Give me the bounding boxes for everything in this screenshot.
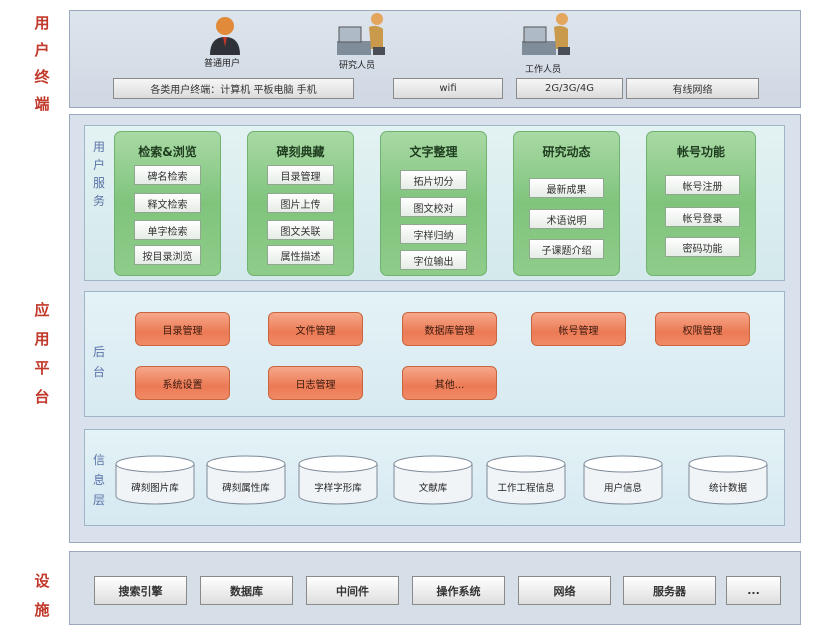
- layer-label-char: 施: [34, 601, 50, 619]
- database-label: 用户信息: [603, 483, 642, 494]
- wifi-box: wifi: [393, 78, 503, 99]
- infra-item: 网络: [518, 576, 611, 605]
- infra-item: 服务器: [623, 576, 716, 605]
- service-group-search: 检索&浏览 碑名检索 释文检索 单字检索 按目录浏览: [114, 131, 221, 276]
- service-group-collection: 碑刻典藏 目录管理 图片上传 图文关联 属性描述: [247, 131, 354, 276]
- layer-label-char: 户: [34, 41, 50, 59]
- researcher-icon: [335, 11, 391, 57]
- service-item: 释文检索: [134, 193, 201, 213]
- terminal-panel: 普通用户 研究人员 工作人员 各类用户终端：计算机 平板电脑 手机 wifi 2…: [69, 10, 801, 108]
- service-group-account: 帐号功能 帐号注册 帐号登录 密码功能: [646, 131, 756, 276]
- backend-item: 帐号管理: [531, 312, 626, 346]
- info-layer-label-char: 信: [92, 453, 105, 467]
- infra-item: 数据库: [200, 576, 293, 605]
- service-item: 图文关联: [267, 220, 334, 240]
- service-item: 属性描述: [267, 245, 334, 265]
- database-cylinder: 碑刻图片库: [115, 455, 195, 505]
- infra-item: 操作系统: [412, 576, 505, 605]
- layer-label-char: 用: [34, 330, 50, 348]
- infrastructure-panel: 搜索引擎 数据库 中间件 操作系统 网络 服务器 ...: [69, 551, 801, 625]
- database-label: 工作工程信息: [497, 483, 555, 494]
- database-cylinder: 用户信息: [583, 455, 663, 505]
- service-item: 目录管理: [267, 165, 334, 185]
- service-item: 术语说明: [529, 209, 604, 229]
- device-terminals-box: 各类用户终端：计算机 平板电脑 手机: [113, 78, 354, 99]
- user-service-label-char: 用: [92, 140, 105, 154]
- service-item: 密码功能: [665, 237, 740, 257]
- database-cylinder: 碑刻属性库: [206, 455, 286, 505]
- info-layer-label-char: 息: [92, 473, 105, 487]
- backend-label-char: 后: [92, 345, 105, 359]
- database-label: 字样字形库: [314, 483, 362, 494]
- database-cylinder: 字样字形库: [298, 455, 378, 505]
- info-layer-panel: 信 息 层 碑刻图片库 碑刻属性库 字样字形库 文献库 工作工程信息 用户信息: [84, 429, 785, 526]
- regular-user-icon: [207, 15, 243, 55]
- layer-label-char: 端: [34, 95, 50, 113]
- service-group-title: 碑刻典藏: [276, 145, 325, 159]
- service-item: 帐号注册: [665, 175, 740, 195]
- layer-label-char: 设: [34, 572, 50, 590]
- user-service-label: 用 户 服 务: [92, 138, 106, 210]
- infra-item: 中间件: [306, 576, 399, 605]
- database-label: 碑刻属性库: [222, 483, 270, 494]
- service-item: 最新成果: [529, 178, 604, 198]
- wired-network-box: 有线网络: [626, 78, 759, 99]
- backend-item: 其他...: [402, 366, 497, 400]
- service-item: 字样归纳: [400, 224, 467, 244]
- platform-panel: 用 户 服 务 检索&浏览 碑名检索 释文检索 单字检索 按目录浏览 碑刻典藏 …: [69, 114, 801, 543]
- user-service-label-char: 务: [92, 194, 105, 208]
- mobile-network-box: 2G/3G/4G: [516, 78, 623, 99]
- layer-label-char: 终: [34, 68, 50, 86]
- service-group-title: 文字整理: [409, 145, 458, 159]
- database-cylinder: 工作工程信息: [486, 455, 566, 505]
- service-item: 图片上传: [267, 193, 334, 213]
- service-item: 字位输出: [400, 250, 467, 270]
- service-group-title: 帐号功能: [676, 145, 725, 159]
- database-label: 文献库: [418, 483, 448, 494]
- info-layer-label: 信 息 层: [92, 450, 106, 510]
- service-item: 拓片切分: [400, 170, 467, 190]
- database-cylinder: 统计数据: [688, 455, 768, 505]
- user-service-panel: 用 户 服 务 检索&浏览 碑名检索 释文检索 单字检索 按目录浏览 碑刻典藏 …: [84, 125, 785, 281]
- staff-label: 工作人员: [525, 65, 562, 75]
- service-group-research: 研究动态 最新成果 术语说明 子课题介绍: [513, 131, 620, 276]
- service-item: 图文校对: [400, 197, 467, 217]
- backend-item: 日志管理: [268, 366, 363, 400]
- researcher-label: 研究人员: [339, 61, 376, 71]
- infra-item: 搜索引擎: [94, 576, 187, 605]
- service-item: 子课题介绍: [529, 239, 604, 259]
- info-layer-label-char: 层: [92, 493, 105, 507]
- service-item: 碑名检索: [134, 165, 201, 185]
- service-group-text: 文字整理 拓片切分 图文校对 字样归纳 字位输出: [380, 131, 487, 276]
- layer-label-char: 台: [34, 388, 50, 406]
- layer-label-platform: 应 用 平 台: [30, 296, 54, 412]
- database-label: 碑刻图片库: [131, 483, 179, 494]
- staff-icon: [520, 11, 576, 57]
- user-service-label-char: 户: [92, 158, 105, 172]
- backend-item: 权限管理: [655, 312, 750, 346]
- backend-label-char: 台: [92, 365, 105, 379]
- backend-item: 文件管理: [268, 312, 363, 346]
- service-item: 帐号登录: [665, 207, 740, 227]
- layer-label-terminal: 用 户 终 端: [30, 10, 54, 118]
- backend-panel: 后 台 目录管理 文件管理 数据库管理 帐号管理 权限管理 系统设置 日志管理 …: [84, 291, 785, 417]
- layer-label-infrastructure: 设 施: [30, 567, 54, 625]
- service-item: 单字检索: [134, 220, 201, 240]
- service-group-title: 检索&浏览: [138, 145, 197, 159]
- layer-label-char: 应: [34, 301, 50, 319]
- user-service-label-char: 服: [92, 176, 105, 190]
- service-group-title: 研究动态: [542, 145, 591, 159]
- layer-label-char: 平: [34, 359, 50, 377]
- service-item: 按目录浏览: [134, 245, 201, 265]
- database-label: 统计数据: [708, 483, 747, 494]
- infra-item: ...: [726, 576, 781, 605]
- backend-item: 系统设置: [135, 366, 230, 400]
- backend-label: 后 台: [92, 342, 106, 382]
- regular-user-label: 普通用户: [204, 59, 241, 69]
- backend-item: 目录管理: [135, 312, 230, 346]
- layer-label-char: 用: [34, 14, 50, 32]
- database-cylinder: 文献库: [393, 455, 473, 505]
- backend-item: 数据库管理: [402, 312, 497, 346]
